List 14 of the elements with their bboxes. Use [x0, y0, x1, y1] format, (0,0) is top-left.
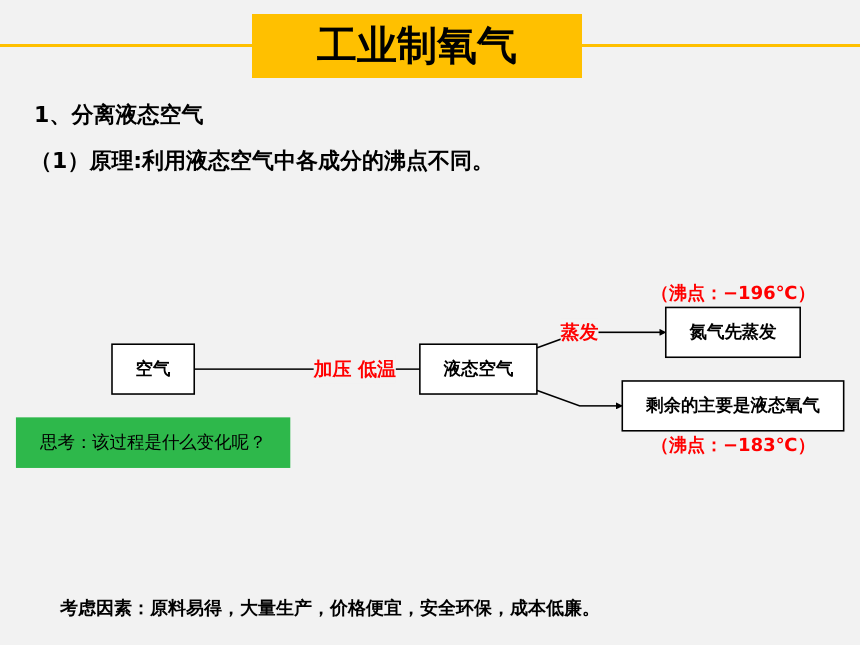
section-heading: 1、分离液态空气: [34, 102, 204, 130]
boiling-point-note: （沸点：−196℃）: [650, 282, 816, 306]
principle-text: （1）原理:利用液态空气中各成分的沸点不同。: [30, 148, 494, 176]
arrow: [536, 390, 623, 410]
title-banner: 工业制氧气: [252, 14, 582, 78]
node-box: 液态空气: [419, 343, 538, 395]
edge-label: 加压 低温: [314, 358, 396, 380]
edge-label: 蒸发: [560, 321, 599, 344]
node-box: 思考：该过程是什么变化呢？: [16, 417, 290, 468]
boiling-point-note: （沸点：−183℃）: [650, 434, 816, 457]
note-text: 考虑因素：原料易得，大量生产，价格便宜，安全环保，成本低廉。: [60, 597, 600, 620]
node-box: 氮气先蒸发: [664, 306, 801, 358]
node-box: 空气: [111, 343, 196, 395]
node-box: 剩余的主要是液态氧气: [622, 380, 844, 432]
